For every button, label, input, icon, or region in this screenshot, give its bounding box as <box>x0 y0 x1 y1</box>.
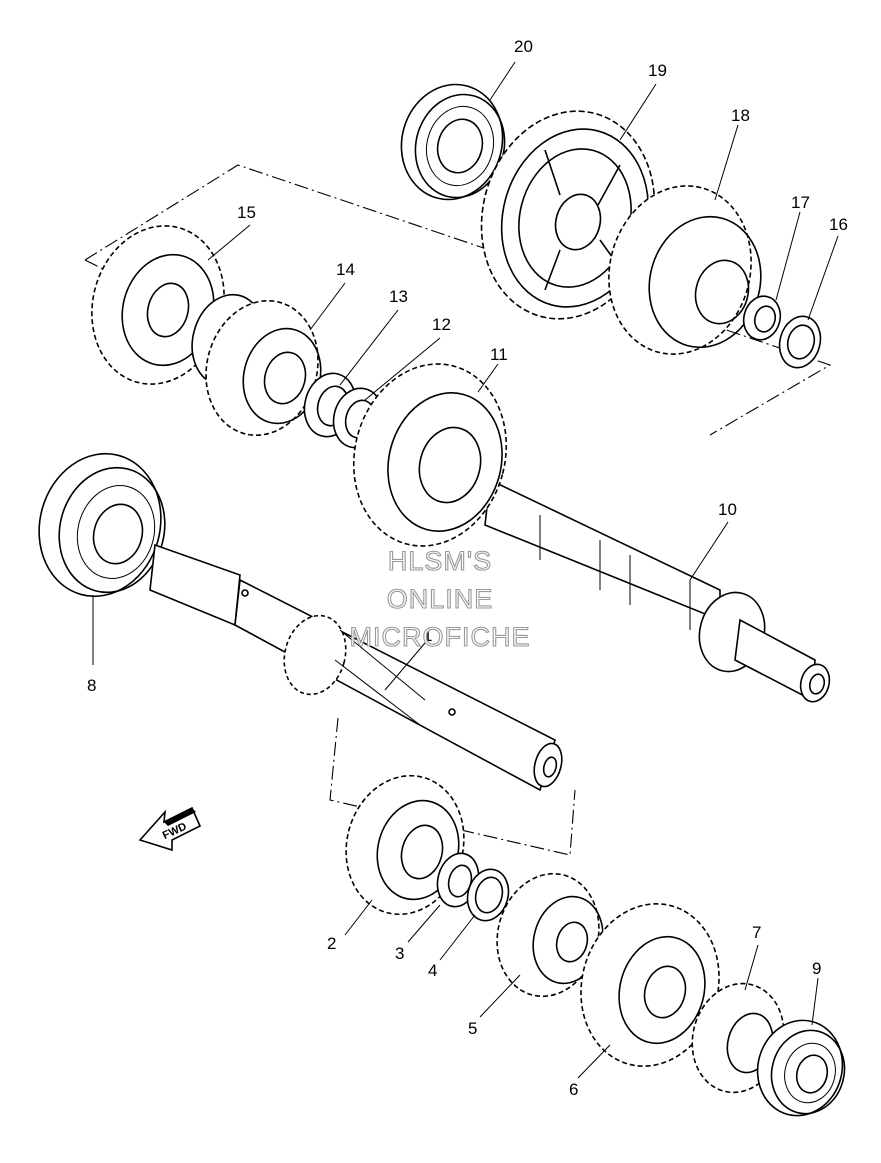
part-18-gear <box>608 185 762 355</box>
callout-10: 10 <box>718 500 737 519</box>
callout-12: 12 <box>432 315 451 334</box>
part-1-countershaft <box>149 543 563 792</box>
part-16-circlip <box>778 315 822 369</box>
callout-labels: 20 19 18 17 16 15 14 13 12 11 10 1 8 2 3… <box>87 37 848 1099</box>
part-11-gear <box>352 363 508 547</box>
part-20-bearing <box>400 83 506 201</box>
callout-13: 13 <box>389 287 408 306</box>
callout-19: 19 <box>648 61 667 80</box>
part-6-gear <box>580 903 720 1067</box>
callout-4: 4 <box>428 961 437 980</box>
part-17-washer <box>742 295 782 341</box>
callout-16: 16 <box>829 215 848 234</box>
callout-18: 18 <box>731 106 750 125</box>
callout-2: 2 <box>327 934 336 953</box>
part-4-circlip <box>466 868 510 922</box>
part-8-bearing <box>38 452 166 598</box>
callout-6: 6 <box>569 1080 578 1099</box>
part-10-shaft <box>484 478 831 703</box>
callout-3: 3 <box>395 944 404 963</box>
leader-lines <box>92 61 839 1079</box>
callout-7: 7 <box>752 923 761 942</box>
watermark: HLSM'S ONLINE MICROFICHE <box>349 545 531 652</box>
callout-11: 11 <box>490 345 508 364</box>
callout-9: 9 <box>812 959 821 978</box>
watermark-line-3: MICROFICHE <box>350 622 531 652</box>
callout-14: 14 <box>336 260 355 279</box>
watermark-line-2: ONLINE <box>387 584 494 614</box>
watermark-line-1: HLSM'S <box>388 546 492 576</box>
callout-5: 5 <box>468 1019 477 1038</box>
callout-8: 8 <box>87 676 96 695</box>
callout-1: 1 <box>423 626 432 645</box>
callout-20: 20 <box>514 37 533 56</box>
callout-15: 15 <box>237 203 256 222</box>
callout-17: 17 <box>791 193 810 212</box>
fwd-arrow-icon: FWD <box>138 806 202 852</box>
